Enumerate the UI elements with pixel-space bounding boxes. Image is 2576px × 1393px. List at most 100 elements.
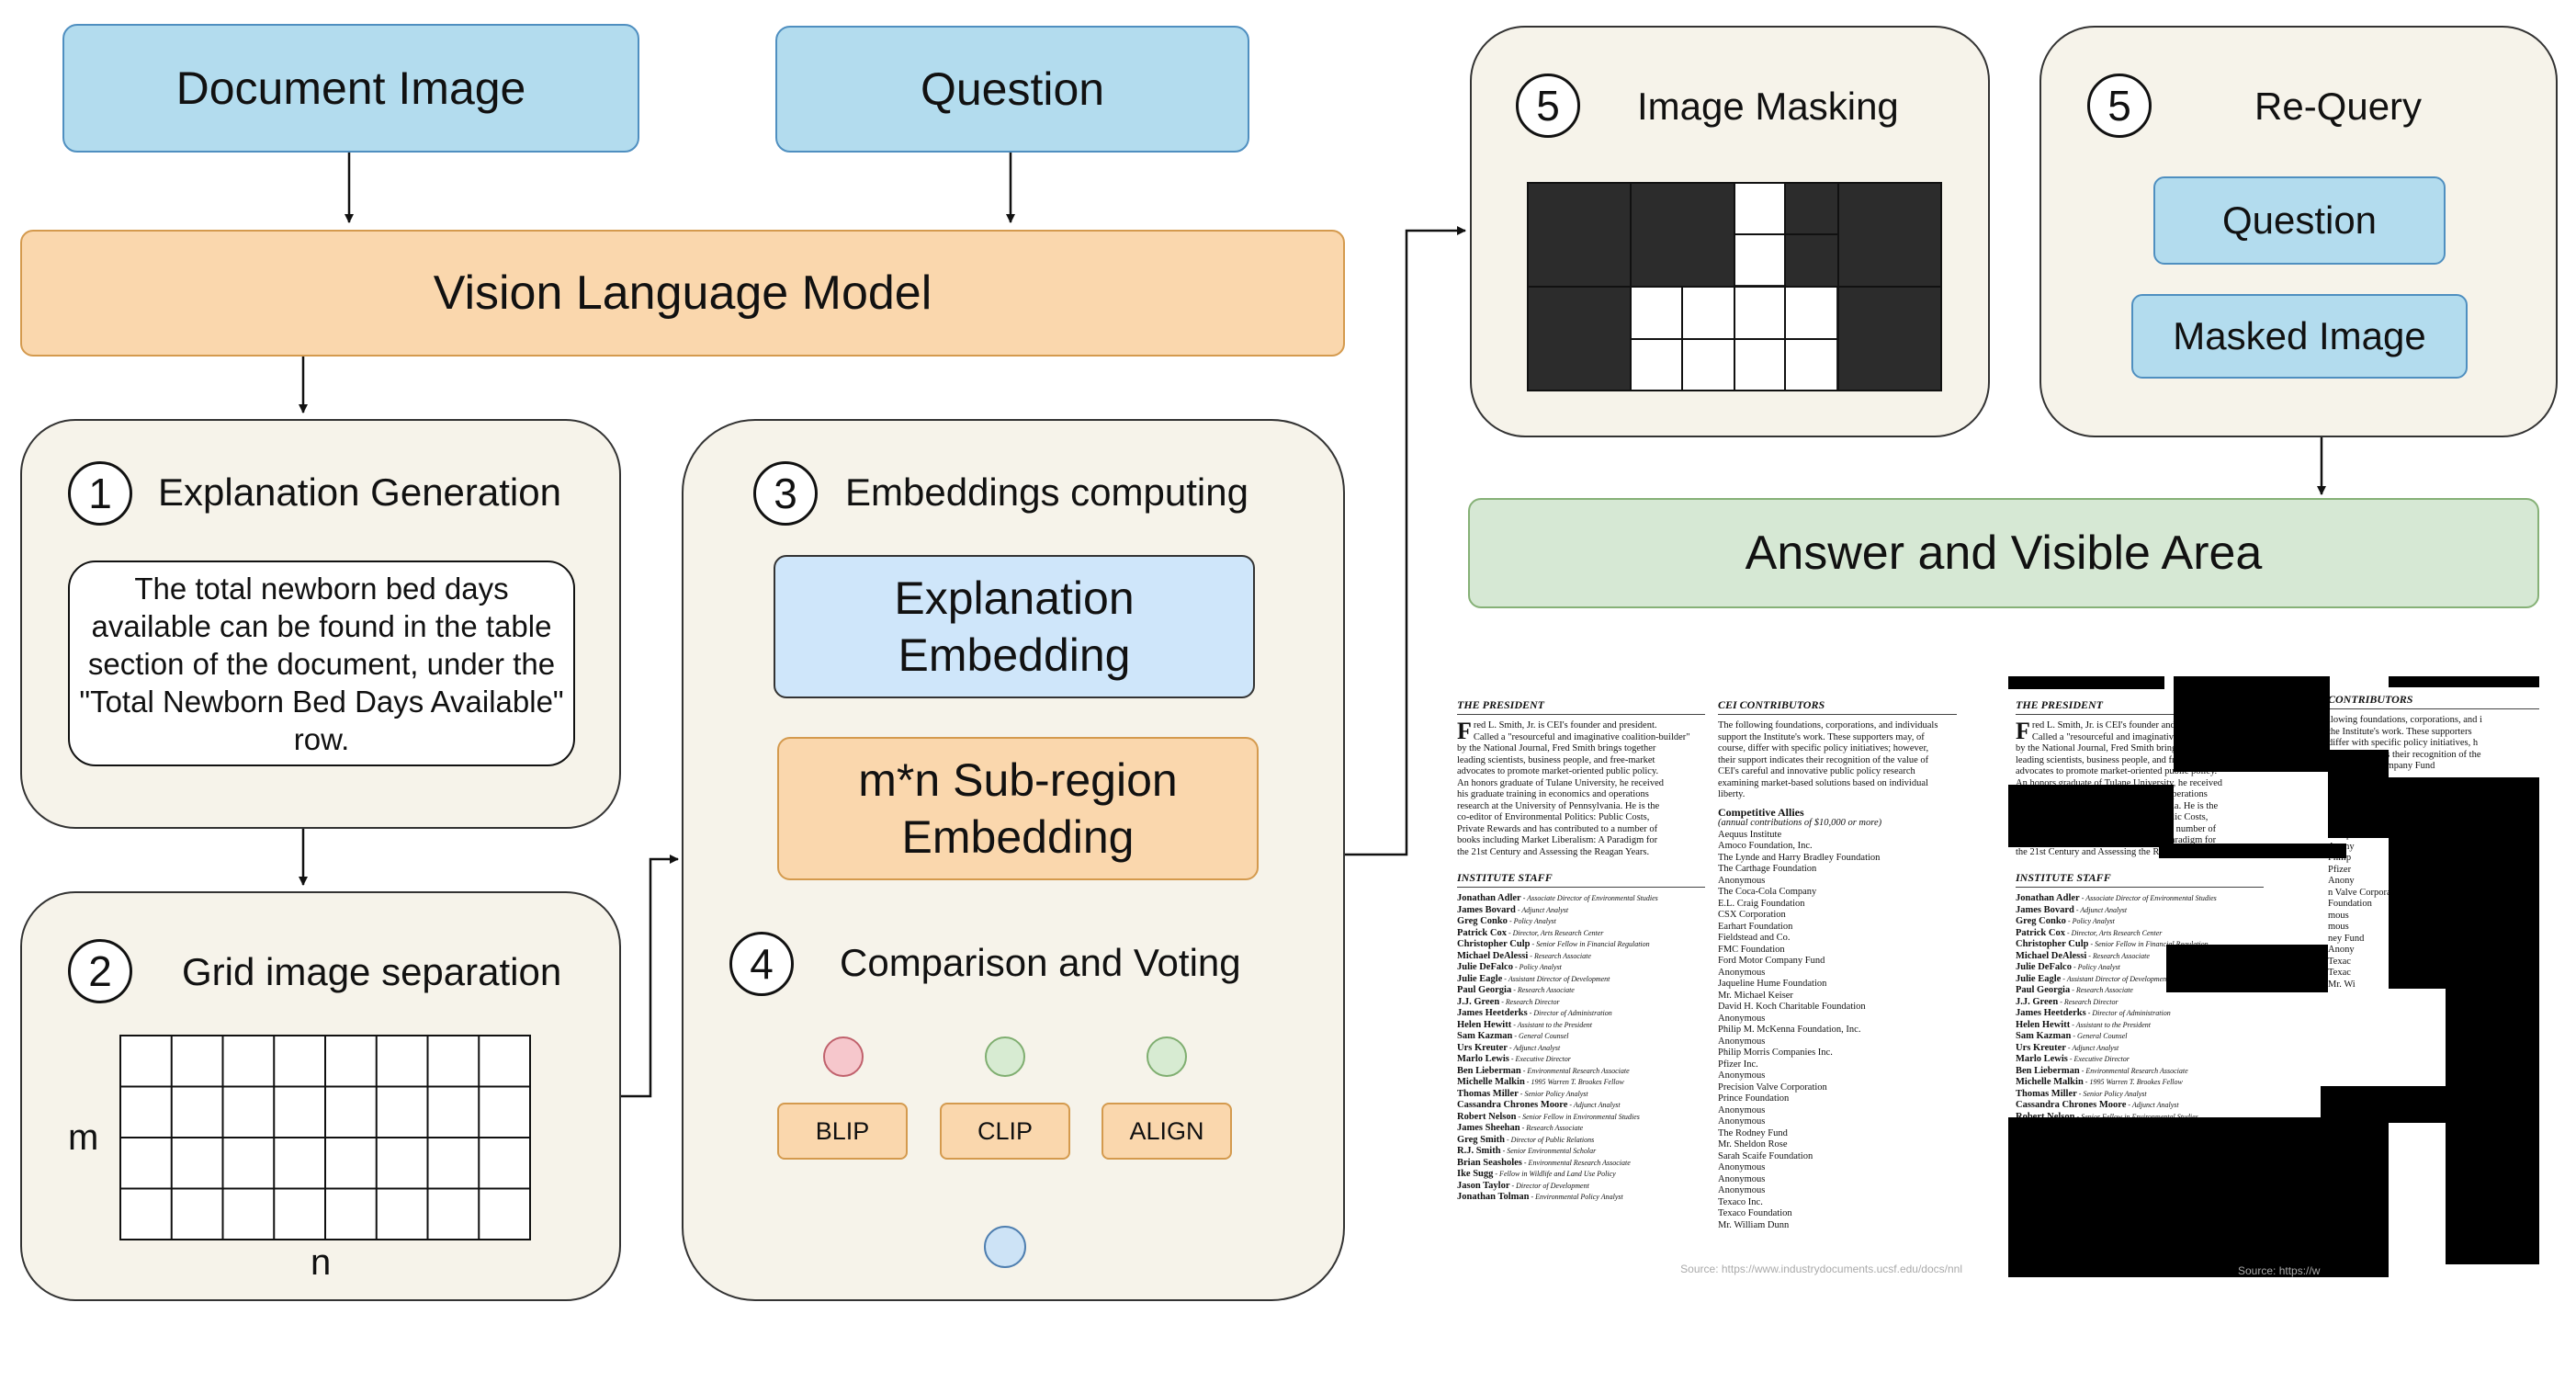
masked-document-source: Source: https://w: [2238, 1264, 2321, 1277]
re-query-panel: 5 Re-Query Question Masked Image: [2039, 26, 2558, 437]
explanation-text-box: The total newborn bed days available can…: [68, 561, 575, 766]
vision-language-model-box: Vision Language Model: [20, 230, 1345, 357]
ally-entry: Earhart Foundation: [1718, 921, 1793, 932]
step4-title: Comparison and Voting: [840, 941, 1241, 984]
ally-entry: The Coca-Cola Company: [1718, 887, 1817, 897]
step1-number-badge: 1: [68, 461, 132, 526]
ally-entry: Anonymous: [1718, 1036, 1766, 1047]
masked-right-line: Pfizer: [2328, 864, 2352, 875]
ally-entry: Aequus Institute: [1718, 829, 1782, 840]
masked-president-text-line: the 21st Century and Assessing the Reaga…: [2016, 846, 2209, 857]
ally-entry: The Carthage Foundation: [1718, 864, 1817, 874]
question-label: Question: [920, 63, 1105, 115]
president-text-line: advocates to promote market-oriented pub…: [1457, 766, 1659, 776]
requery-question-label: Question: [2221, 198, 2378, 242]
grid-separation-panel: 2 Grid image separation m n: [20, 891, 621, 1301]
contributors-text-line: CEI's careful and innovative public poli…: [1718, 766, 1915, 776]
masked-right-line: Texac: [2328, 968, 2351, 978]
staff-entry: Sam Kazman - General Counsel: [1457, 1031, 1569, 1041]
ally-entry: Anonymous: [1718, 1116, 1766, 1127]
ally-entry: The Rodney Fund: [1718, 1127, 1788, 1138]
staff-entry: Jason Taylor - Director of Development: [1457, 1180, 1589, 1191]
masked-staff-entry: Marlo Lewis - Executive Director: [2016, 1054, 2130, 1064]
ally-entry: Amoco Foundation, Inc.: [1718, 841, 1813, 851]
ally-entry: Texaco Foundation: [1718, 1208, 1792, 1218]
ally-entry: CSX Corporation: [1718, 910, 1786, 920]
masked-staff-entry: Helen Hewitt - Assistant to the Presiden…: [2016, 1019, 2151, 1030]
masked-staff-entry: Urs Kreuter - Adjunct Analyst: [2016, 1042, 2119, 1053]
president-text-line: research at the University of Pennsylvan…: [1457, 800, 1660, 811]
arrow-step2-to-step3: [620, 855, 679, 1098]
masked-right-line: the Institute's work. These supporters: [2328, 726, 2472, 737]
staff-entry: Urs Kreuter - Adjunct Analyst: [1457, 1042, 1561, 1053]
masked-staff-entry: Michael DeAlessi - Research Associate: [2016, 950, 2150, 961]
ally-entry: Philip Morris Companies Inc.: [1718, 1048, 1833, 1058]
contributors-text-line: The following foundations, corporations,…: [1718, 720, 1938, 730]
vlm-label: Vision Language Model: [433, 266, 932, 320]
president-text-line: Called a "resourceful and imaginative co…: [1473, 731, 1690, 742]
masked-contributors-header: CONTRIBUTORS: [2328, 693, 2539, 709]
masked-right-line: llowing foundations, corporations, and i: [2328, 715, 2482, 725]
masked-president-text-line: leading scientists, business people, and…: [2016, 754, 2214, 765]
staff-entry: Ike Sugg - Fellow in Wildlife and Land U…: [1457, 1169, 1616, 1179]
masking-number-badge: 5: [1516, 74, 1580, 138]
masked-president-text-line: advocates to promote market-oriented pub…: [2016, 766, 2218, 776]
align-model-box: ALIGN: [1102, 1103, 1232, 1160]
president-header: THE PRESIDENT: [1457, 698, 1705, 715]
ally-entry: FMC Foundation: [1718, 944, 1785, 955]
masked-right-line: mous: [2328, 922, 2349, 932]
masked-right-line: Anony: [2328, 945, 2355, 955]
blip-model-box: BLIP: [777, 1103, 908, 1160]
embeddings-panel: 3 Embeddings computing Explanation Embed…: [682, 419, 1345, 1301]
masked-right-line: upport indicates their recognition of th…: [2328, 749, 2481, 760]
staff-entry: Ben Lieberman - Environmental Research A…: [1457, 1065, 1630, 1076]
masked-right-line: Foundation: [2328, 899, 2372, 909]
align-label: ALIGN: [1129, 1116, 1204, 1145]
subregion-embedding-box: m*n Sub-region Embedding: [777, 737, 1259, 880]
ally-entry: Mr. Michael Keiser: [1718, 990, 1793, 1001]
clip-model-box: CLIP: [940, 1103, 1070, 1160]
staff-entry: Robert Nelson - Senior Fellow in Environ…: [1457, 1111, 1640, 1122]
requery-number-badge: 5: [2087, 74, 2152, 138]
staff-entry: Greg Conko - Policy Analyst: [1457, 916, 1556, 926]
masked-grid: [1527, 182, 1942, 391]
masked-staff-entry: Julie DeFalco - Policy Analyst: [2016, 962, 2120, 972]
ally-entry: Anonymous: [1718, 1173, 1766, 1184]
president-text-line: An honors graduate of Tulane University,…: [1457, 777, 1665, 788]
subregion-embedding-label: m*n Sub-region Embedding: [858, 754, 1178, 863]
staff-entry: R.J. Smith - Senior Environmental Schola…: [1457, 1146, 1597, 1156]
staff-entry: Patrick Cox - Director, Arts Research Ce…: [1457, 927, 1604, 938]
masked-right-line: Texac: [2328, 956, 2351, 967]
blip-node: [823, 1036, 864, 1077]
ally-entry: Anonymous: [1718, 1185, 1766, 1195]
staff-entry: Cassandra Chrones Moore - Adjunct Analys…: [1457, 1100, 1621, 1110]
answer-visible-area-box: Answer and Visible Area: [1468, 498, 2539, 608]
masked-staff-entry: Patrick Cox - Director, Arts Research Ce…: [2016, 927, 2163, 938]
ally-entry: Mr. Sheldon Rose: [1718, 1139, 1788, 1150]
ally-entry: David H. Koch Charitable Foundation: [1718, 1002, 1866, 1012]
grid-m-label: m: [68, 1117, 99, 1158]
ally-entry: Anonymous: [1718, 1162, 1766, 1172]
staff-entry: Paul Georgia - Research Associate: [1457, 985, 1575, 995]
contributors-text-line: examining market-based solutions based o…: [1718, 777, 1928, 788]
contributors-text: The following foundations, corporations,…: [1718, 720, 1957, 801]
masked-staff-entry: James Heetderks - Director of Administra…: [2016, 1008, 2171, 1018]
contributors-text-line: their support indicates their recognitio…: [1718, 754, 1929, 765]
ally-entry: Mr. William Dunn: [1718, 1219, 1790, 1230]
explanation-embedding-label: Explanation Embedding: [894, 572, 1135, 681]
president-text-line: Private Rewards and has contributed to a…: [1457, 823, 1658, 834]
contributors-text-line: course, differ with specific policy init…: [1718, 743, 1929, 753]
explanation-generation-panel: 1 Explanation Generation The total newbo…: [20, 419, 621, 829]
document-image-label: Document Image: [175, 62, 526, 114]
ally-entry: Anonymous: [1718, 967, 1766, 978]
president-text-line: leading scientists, business people, and…: [1457, 754, 1655, 765]
ally-entry: Anonymous: [1718, 875, 1766, 886]
masked-president-text-line: An honors graduate of Tulane University,…: [2016, 777, 2223, 788]
masked-right-line: Anony: [2328, 876, 2355, 886]
contributors-header: CEI CONTRIBUTORS: [1718, 698, 1957, 715]
vote-aggregate-node: [984, 1226, 1026, 1268]
staff-entry: Marlo Lewis - Executive Director: [1457, 1054, 1571, 1064]
